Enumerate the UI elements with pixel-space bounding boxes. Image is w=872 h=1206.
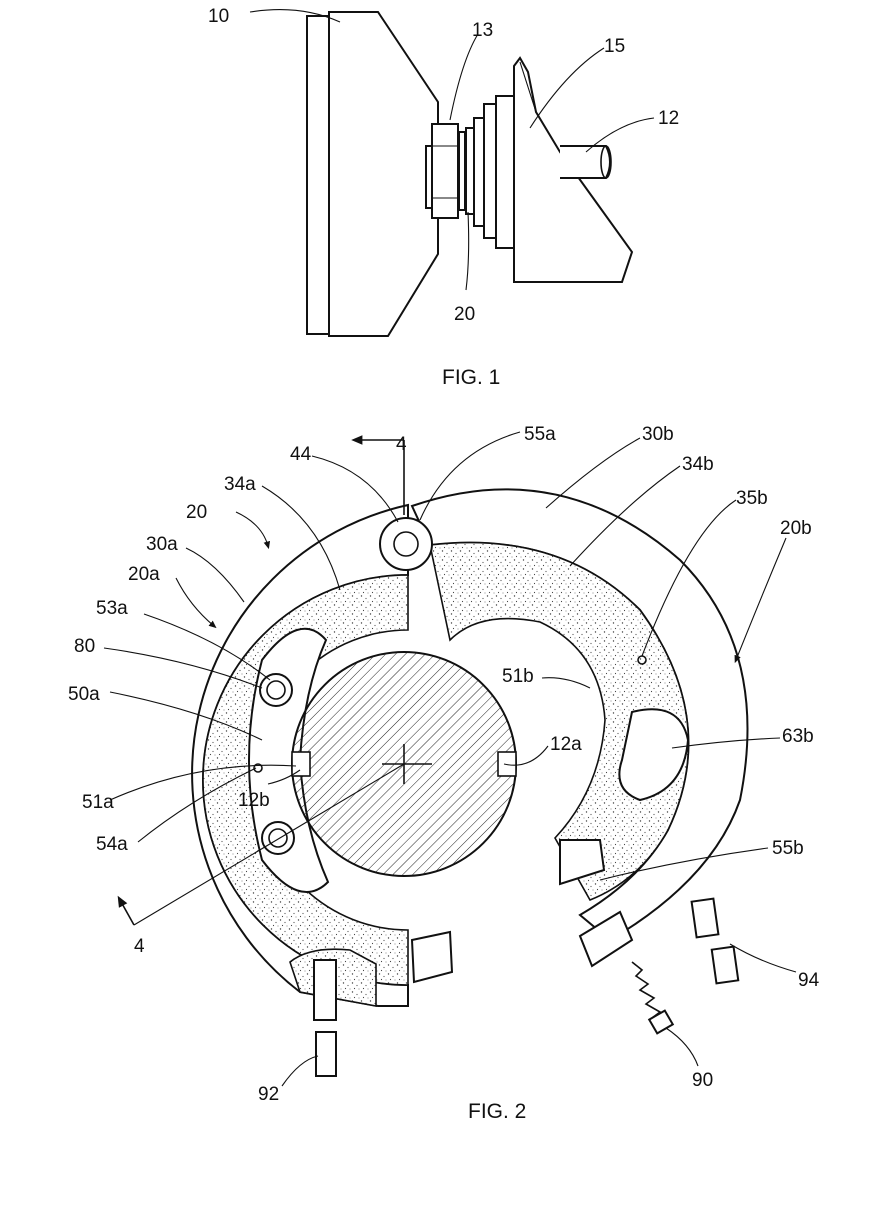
label-44: 44: [290, 444, 312, 465]
leader-90: [665, 1027, 699, 1067]
hinge-pin-44-inner: [393, 531, 419, 557]
hole-54a: [253, 763, 263, 773]
label-51b: 51b: [502, 666, 534, 687]
leader-50a: [109, 691, 263, 741]
label-50a: 50a: [68, 684, 100, 705]
label-30a: 30a: [146, 534, 178, 555]
coupling-13: [425, 123, 459, 219]
leader-92: [281, 1055, 319, 1087]
leader-30a: [185, 547, 245, 603]
leader-63b: [671, 737, 781, 749]
leader-55b: [599, 847, 769, 881]
leader-30b: [545, 437, 641, 509]
slot-63b: [618, 708, 690, 802]
label-63b: 63b: [782, 726, 814, 747]
label-12a: 12a: [550, 734, 582, 755]
label-54a: 54a: [96, 834, 128, 855]
leader-94: [729, 943, 797, 973]
keyway-12a: [497, 751, 517, 777]
figure-2: 4 44 55a 30b 34b 34a 35b 20 20b 30a 20a …: [68, 424, 820, 1123]
label-94: 94: [798, 970, 820, 991]
figure-1: 10 13 15 12 20 FIG. 1: [208, 6, 679, 389]
label-90: 90: [692, 1070, 713, 1091]
pin-53a: [259, 673, 293, 707]
leader-54a: [137, 767, 257, 843]
friction-lining-34b: [429, 541, 690, 902]
pin-54a-inner: [268, 828, 288, 848]
leader-34a: [261, 485, 341, 591]
label-12b: 12b: [238, 790, 270, 811]
leader-34b: [569, 465, 681, 567]
label-12: 12: [658, 108, 679, 129]
label-80: 80: [74, 636, 95, 657]
leader-12a: [503, 745, 549, 766]
section-arrow-bottom: [117, 763, 405, 926]
leader-80: [103, 647, 263, 689]
leader-20: [235, 511, 271, 550]
leader-12b: [267, 769, 301, 785]
terminal-94: [559, 839, 740, 985]
terminal-92: [289, 930, 454, 1077]
leader-35b: [641, 499, 737, 657]
label-20: 20: [186, 502, 207, 523]
label-92: 92: [258, 1084, 279, 1105]
shaft-12: [560, 145, 612, 179]
section-arrow-top: [351, 435, 405, 515]
label-13: 13: [472, 20, 493, 41]
leader-53a: [143, 613, 271, 681]
leader-20-fig1: [465, 211, 470, 291]
spring-90: [631, 961, 675, 1035]
label-20-fig1: 20: [454, 304, 475, 325]
motor-housing-10: [306, 11, 439, 337]
label-34b: 34b: [682, 454, 714, 475]
label-53a: 53a: [96, 598, 128, 619]
brake-assembly-20-side: [458, 95, 515, 249]
label-4-bottom: 4: [134, 936, 145, 957]
leader-10: [249, 8, 341, 23]
pin-54a: [261, 821, 295, 855]
label-30b: 30b: [642, 424, 674, 445]
label-55a: 55a: [524, 424, 556, 445]
label-35b: 35b: [736, 488, 768, 509]
label-20b: 20b: [780, 518, 812, 539]
label-20a: 20a: [128, 564, 160, 585]
caption-fig1: FIG. 1: [442, 366, 500, 389]
label-10: 10: [208, 6, 229, 27]
leader-51a: [109, 764, 297, 801]
label-51a: 51a: [82, 792, 114, 813]
label-4-top: 4: [396, 434, 407, 455]
leader-20a: [175, 577, 217, 629]
hinge-pin-44: [379, 517, 433, 571]
pin-53a-inner: [266, 680, 286, 700]
keyway-12b: [291, 751, 311, 777]
leader-13: [449, 33, 479, 121]
label-55b: 55b: [772, 838, 804, 859]
label-15: 15: [604, 36, 625, 57]
caption-fig2: FIG. 2: [468, 1100, 526, 1123]
leader-15: [529, 47, 605, 129]
leader-51b: [541, 677, 591, 689]
leader-12: [585, 117, 655, 153]
label-34a: 34a: [224, 474, 256, 495]
leader-20b: [734, 537, 787, 664]
leader-55a: [419, 431, 521, 521]
leader-44: [311, 455, 399, 523]
